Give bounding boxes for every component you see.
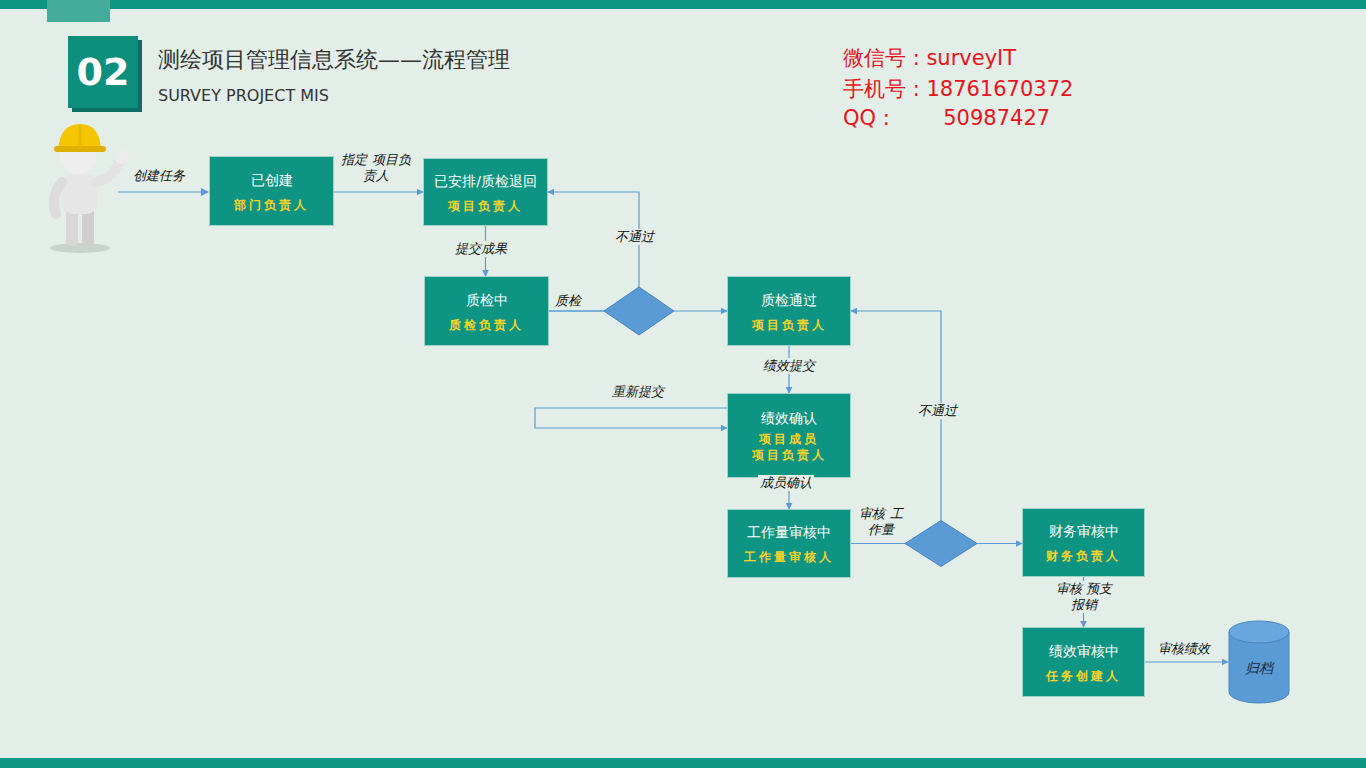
process-box: 质检中质检负责人 xyxy=(424,276,549,346)
role-name: 项目成员 xyxy=(759,431,819,447)
contact-qq: QQ : 50987427 xyxy=(843,106,1050,130)
process-box: 工作量审核中工作量审核人 xyxy=(727,509,851,578)
edge-label: 指定 项目负责人 xyxy=(336,152,416,184)
edge-label: 质检 xyxy=(553,293,583,309)
role-name: 质检负责人 xyxy=(449,317,524,334)
edge-label: 不通过 xyxy=(613,229,656,245)
role-name: 任务创建人 xyxy=(1046,668,1121,685)
start-arrow xyxy=(118,191,203,192)
status-name: 已创建 xyxy=(251,171,293,189)
role-name: 部门负责人 xyxy=(234,197,309,214)
process-box: 已创建部门负责人 xyxy=(209,156,334,226)
connector xyxy=(548,192,639,311)
process-box: 财务审核中财务负责人 xyxy=(1022,508,1145,577)
process-box: 质检通过项目负责人 xyxy=(727,276,851,346)
edge-label: 提交成果 xyxy=(453,241,509,257)
header-square xyxy=(68,36,138,108)
header-tab xyxy=(47,0,110,22)
node-label: 归档 xyxy=(1245,660,1273,678)
status-name: 质检中 xyxy=(466,291,508,309)
role-name: 财务负责人 xyxy=(1046,548,1121,565)
status-name: 工作量审核中 xyxy=(747,523,831,541)
process-box: 已安排/质检退回项目负责人 xyxy=(423,158,548,226)
bottom-band xyxy=(0,758,1366,768)
edge-label: 绩效提交 xyxy=(761,358,817,374)
edge-label: 审核 工作量 xyxy=(852,506,910,538)
status-name: 已安排/质检退回 xyxy=(434,172,537,190)
edge-label: 重新提交 xyxy=(610,384,666,400)
connector xyxy=(851,311,941,544)
worker-figure xyxy=(50,124,129,253)
status-name: 绩效审核中 xyxy=(1049,642,1119,660)
contact-wechat: 微信号 : surveyIT xyxy=(843,44,1016,72)
role-name: 项目负责人 xyxy=(448,198,523,215)
decision-diamond xyxy=(604,287,674,335)
status-name: 质检通过 xyxy=(761,291,817,309)
role-name: 项目负责人 xyxy=(752,447,827,463)
edge-label: 不通过 xyxy=(916,403,959,419)
role-name: 工作量审核人 xyxy=(744,549,834,566)
section-number: 02 xyxy=(68,36,138,108)
status-name: 绩效确认 xyxy=(761,410,817,427)
page-title: 测绘项目管理信息系统——流程管理 xyxy=(158,45,510,75)
status-name: 财务审核中 xyxy=(1049,522,1119,540)
start-arrowhead xyxy=(201,188,209,196)
role-name: 项目负责人 xyxy=(752,317,827,334)
archive-cylinder: 归档 xyxy=(1228,620,1290,704)
decision-diamond xyxy=(905,521,977,567)
connector xyxy=(1145,661,1228,662)
start-label: 创建任务 xyxy=(133,167,185,185)
process-box: 绩效确认项目成员项目负责人 xyxy=(727,393,851,478)
connector xyxy=(334,191,423,192)
edge-label: 审核 预支报销 xyxy=(1050,581,1118,613)
connector xyxy=(535,408,727,428)
process-box: 绩效审核中任务创建人 xyxy=(1022,627,1145,697)
edge-label: 审核绩效 xyxy=(1156,641,1212,657)
top-band xyxy=(0,0,1366,9)
contact-phone: 手机号 : 18761670372 xyxy=(843,75,1073,103)
subtitle: SURVEY PROJECT MIS xyxy=(158,86,329,105)
edge-label: 成员确认 xyxy=(758,475,814,491)
